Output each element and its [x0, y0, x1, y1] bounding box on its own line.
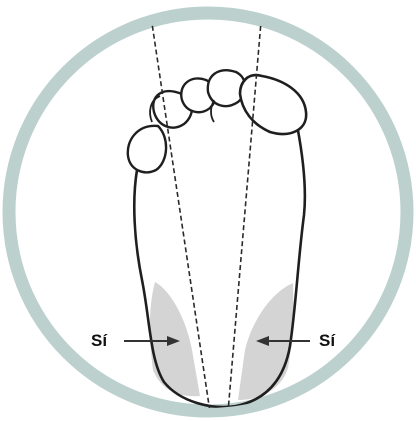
circle-frame — [9, 13, 407, 411]
label-right: Sí — [319, 332, 335, 349]
label-left: Sí — [91, 332, 107, 349]
